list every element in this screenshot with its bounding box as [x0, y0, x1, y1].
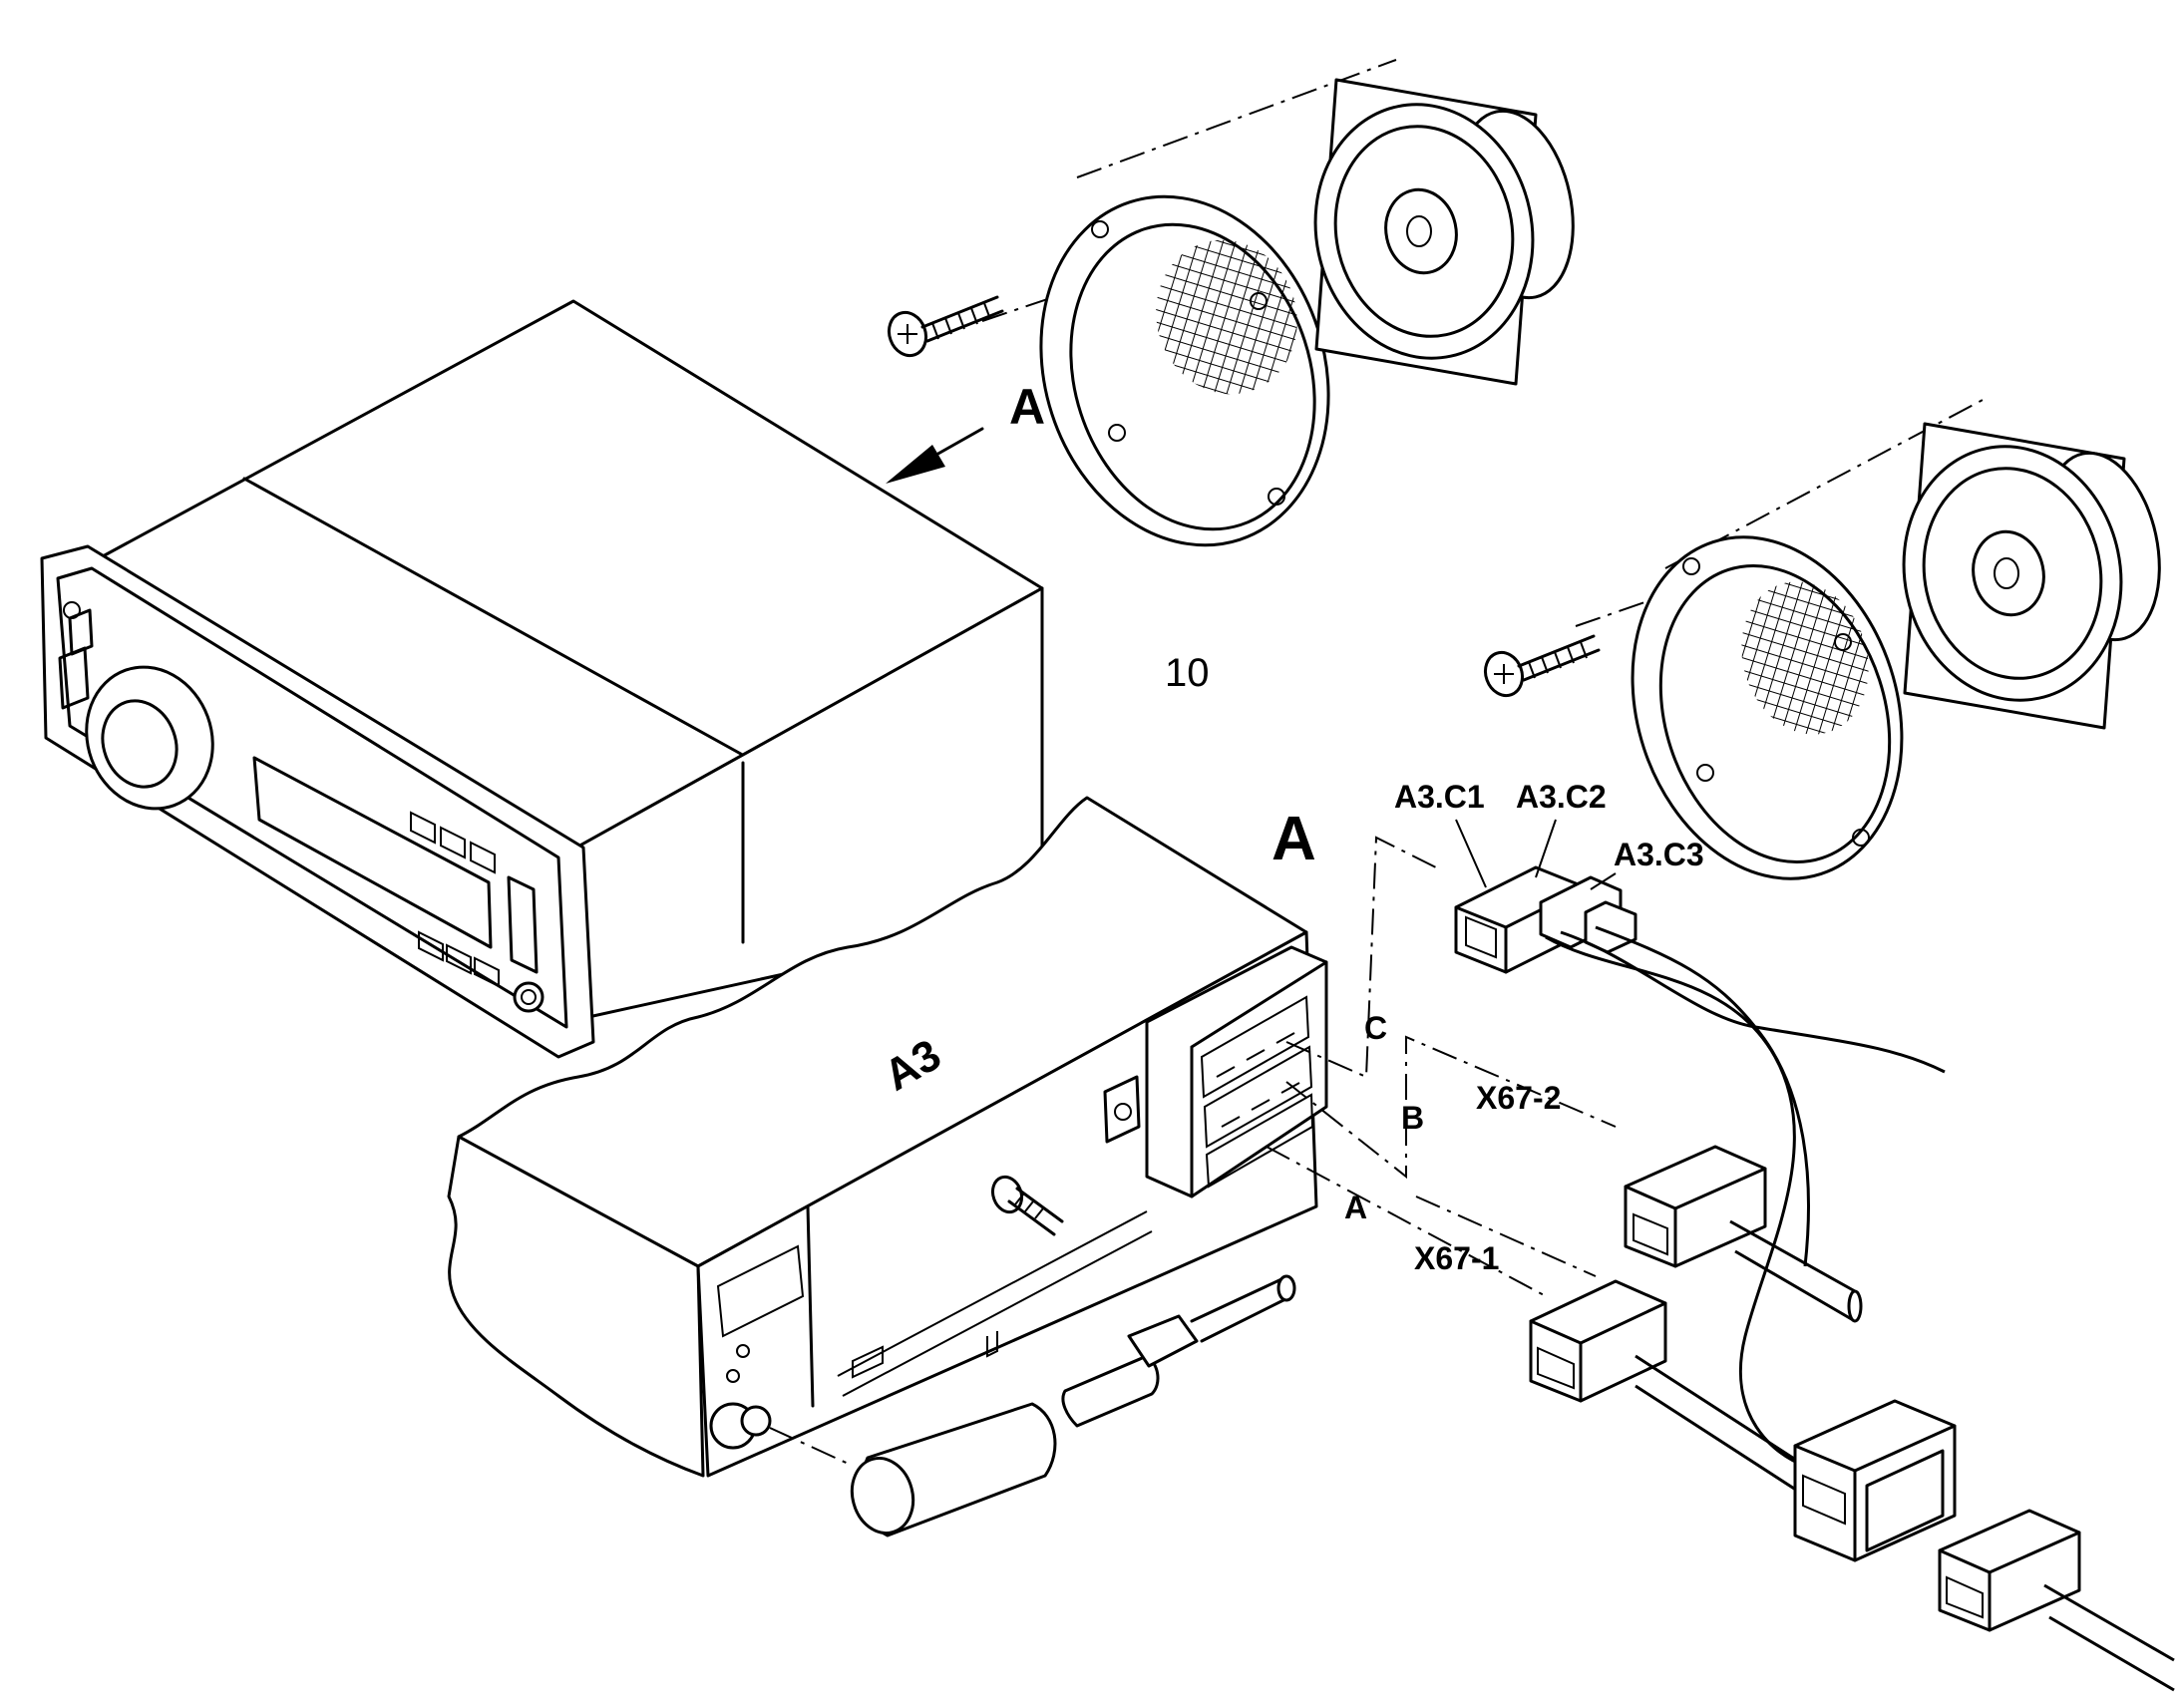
harness-x67-1-label: X67-1	[1414, 1240, 1499, 1276]
screw-icon	[990, 1175, 1064, 1236]
connector-plug-icon	[1454, 865, 1946, 1468]
speaker-2	[1483, 398, 2161, 880]
socket-c-label: C	[1364, 1010, 1387, 1046]
screw-icon	[887, 295, 1004, 358]
radio-unit-icon	[40, 299, 1044, 1059]
connector-plug-icon	[1793, 1399, 1957, 1562]
speaker-icon	[1902, 422, 2161, 730]
connector-plug-icon	[1938, 1509, 2175, 1692]
antenna-plug-icon	[769, 1274, 1296, 1537]
socket-b-label: B	[1401, 1100, 1424, 1136]
part-number: 10	[1165, 651, 1210, 695]
connector-c3-label: A3.C3	[1614, 837, 1704, 872]
screw-icon	[1483, 634, 1601, 698]
connector-c2-label: A3.C2	[1516, 779, 1607, 815]
speaker-1	[887, 59, 1575, 547]
speaker-grille-icon	[1039, 194, 1330, 547]
speaker-grille-icon	[1631, 535, 1904, 880]
harness-x67-2-label: X67-2	[1476, 1080, 1561, 1116]
detail-label: A	[1272, 805, 1316, 873]
view-arrow-label: A	[1009, 379, 1045, 435]
speaker-icon	[1313, 78, 1575, 386]
socket-leaders	[1266, 836, 1617, 1297]
view-arrow	[886, 427, 984, 484]
iso-socket-block	[1145, 945, 1328, 1198]
socket-a-label: A	[1344, 1190, 1367, 1225]
connector-plug-icon	[1624, 1145, 1863, 1323]
radio-rear-unit	[447, 796, 1328, 1478]
connector-plug-icon	[1529, 1279, 1806, 1498]
connector-c1-label: A3.C1	[1394, 779, 1485, 815]
